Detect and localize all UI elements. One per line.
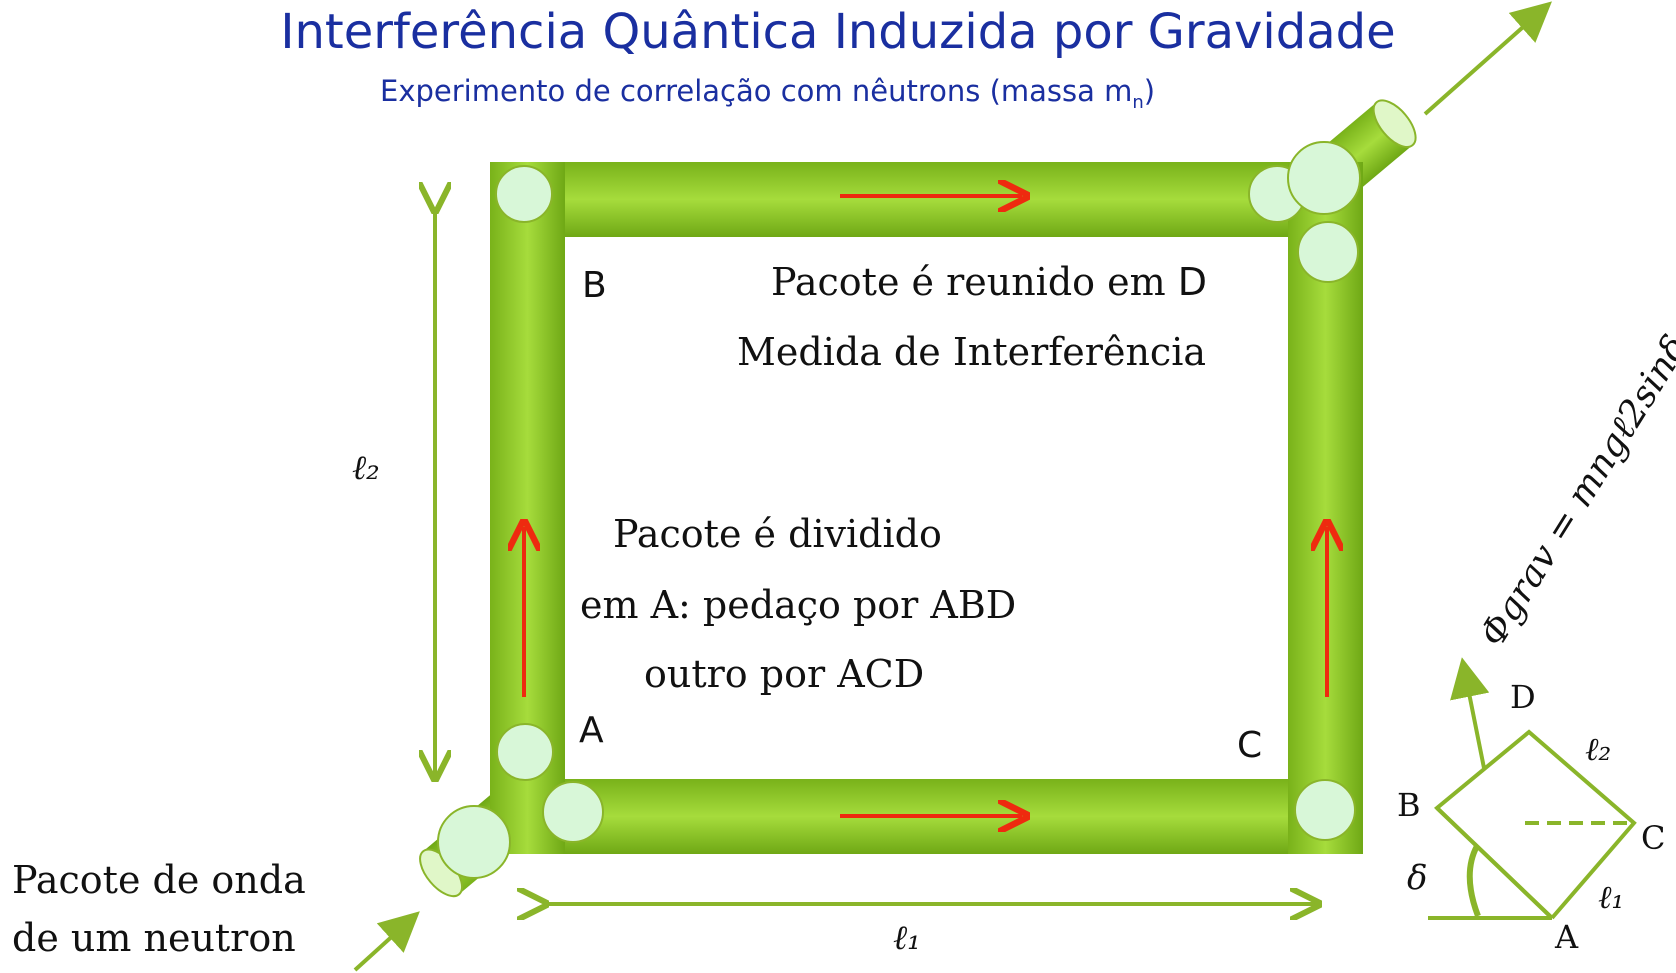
beam-arrows xyxy=(353,1,1552,972)
interference-text: Medida de Interferência xyxy=(737,330,1207,374)
split-text-line1: Pacote é dividido xyxy=(613,512,942,556)
inset-l1-label: ℓ₁ xyxy=(1598,878,1625,916)
l2-label: ℓ₂ xyxy=(352,448,380,488)
wave-packet-line1: Pacote de onda xyxy=(12,858,306,902)
subtitle-subscript: n xyxy=(1132,91,1144,113)
inset-d-label: D xyxy=(1510,678,1536,716)
subtitle-text: Experimento de correlação com nêutrons (… xyxy=(380,74,1133,108)
path-arrows xyxy=(524,196,1327,816)
inset-c-label: C xyxy=(1641,819,1666,857)
corner-a-label: A xyxy=(579,710,604,751)
corner-c-label: C xyxy=(1237,725,1263,766)
split-text-line3: outro por ACD xyxy=(644,652,925,696)
subtitle-end: ) xyxy=(1143,74,1156,108)
inset-b-label: B xyxy=(1397,786,1421,824)
inner-panel xyxy=(565,237,1288,779)
inset-delta-label: δ xyxy=(1407,858,1428,898)
l1-label: ℓ₁ xyxy=(893,918,921,958)
reunion-label: Pacote é reunido em xyxy=(771,260,1166,304)
corner-b-label: B xyxy=(582,265,607,306)
top-beam xyxy=(490,162,1363,237)
wave-packet-line2: de um neutron xyxy=(12,916,296,960)
crystals xyxy=(437,141,1361,879)
reunion-text: Pacote é reunido em D xyxy=(771,260,1207,304)
page-title: Interferência Quântica Induzida por Grav… xyxy=(280,4,1396,60)
corner-d-label: D xyxy=(1177,260,1207,304)
subtitle: Experimento de correlação com nêutrons (… xyxy=(380,74,1155,113)
dimension-arrows xyxy=(435,210,1318,904)
inset-l2-label: ℓ₂ xyxy=(1585,730,1612,768)
inset-geometry xyxy=(1428,657,1637,920)
split-text-line2: em A: pedaço por ABD xyxy=(580,583,1017,627)
inset-a-label: A xyxy=(1555,918,1579,956)
